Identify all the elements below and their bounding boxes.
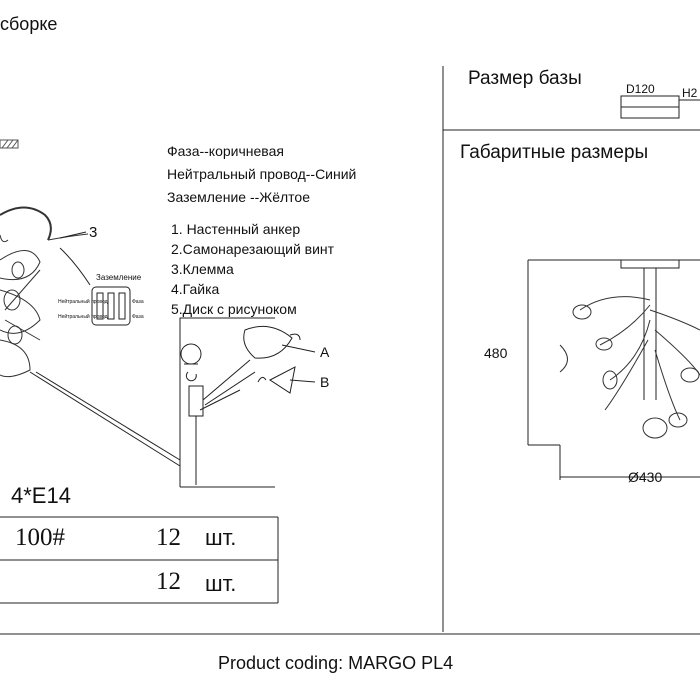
parts-item: 3.Клемма [171,261,234,277]
detail-bulb-icon [180,343,202,382]
wiring-phase: Фаза--коричневая [167,143,284,159]
hatch-icon [0,139,19,149]
table-row-2-unit: шт. [205,571,237,596]
callout-b: B [320,374,330,390]
wiring-ground: Заземление --Жёлтое [167,189,310,205]
parts-item: 4.Гайка [171,281,220,297]
chandelier-left-icon [0,206,89,378]
base-size-height: H2 [682,86,698,100]
terminal-callout-number: 3 [89,224,98,241]
terminal-neutral-label: Нейтральный провод [58,299,108,305]
callout-a: A [320,344,330,360]
terminal-block-icon [59,247,131,326]
table-row-1-unit: шт. [205,525,237,550]
base-size-icon [620,95,700,119]
terminal-phase-label-2: Фаза [132,314,144,320]
table-row-1-qty: 12 [156,524,181,551]
base-size-diameter: D120 [626,82,655,96]
bulb-spec: 4*E14 [11,483,71,508]
wiring-neutral: Нейтральный провод--Синий [167,166,357,182]
base-size-title: Размер базы [468,68,582,89]
detail-box [179,317,275,488]
parts-item: 2.Самонарезающий винт [171,241,335,257]
dimensions-title: Габаритные размеры [460,142,649,163]
detail-socket-icon [188,359,256,485]
chandelier-right-icon [559,296,700,439]
table-row-1-code: 100# [15,524,65,551]
terminal-ground-label: Заземление [96,273,142,282]
parts-table [0,516,279,604]
footer-product-coding: Product coding: MARGO PL4 [218,653,454,673]
terminal-phase-label: Фаза [132,299,144,305]
detail-disc-a-icon [243,325,316,359]
header-title: сборке [0,14,58,34]
terminal-neutral-label-2: Нейтральный провод [58,314,108,320]
parts-item: 5.Диск с рисуноком [171,301,297,317]
dimensions-frame [527,259,700,480]
dimensions-height: 480 [484,345,508,361]
leader-line [35,371,181,461]
terminal-leader [59,231,87,239]
detail-disc-b-icon [257,366,316,394]
table-row-2-qty: 12 [156,568,181,595]
leader-line [29,371,181,467]
parts-item: 1. Настенный анкер [171,221,301,237]
